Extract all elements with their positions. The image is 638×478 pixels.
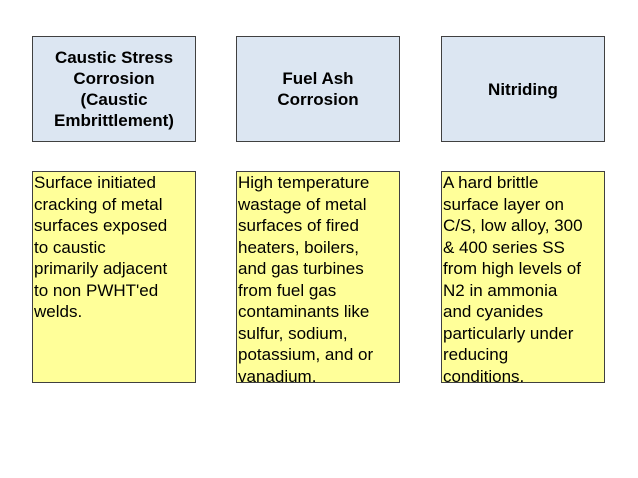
header-label: Caustic Stress Corrosion (Caustic Embrit… <box>54 48 174 130</box>
header-nitriding: Nitriding <box>441 36 605 142</box>
description-fuel-ash-corrosion: High temperature wastage of metal surfac… <box>236 171 400 383</box>
description-caustic-stress-corrosion: Surface initiated cracking of metal surf… <box>32 171 196 383</box>
header-fuel-ash-corrosion: Fuel Ash Corrosion <box>236 36 400 142</box>
header-label: Nitriding <box>488 79 558 99</box>
header-label: Fuel Ash Corrosion <box>277 69 359 109</box>
header-caustic-stress-corrosion: Caustic Stress Corrosion (Caustic Embrit… <box>32 36 196 142</box>
description-nitriding: A hard brittle surface layer on C/S, low… <box>441 171 605 383</box>
